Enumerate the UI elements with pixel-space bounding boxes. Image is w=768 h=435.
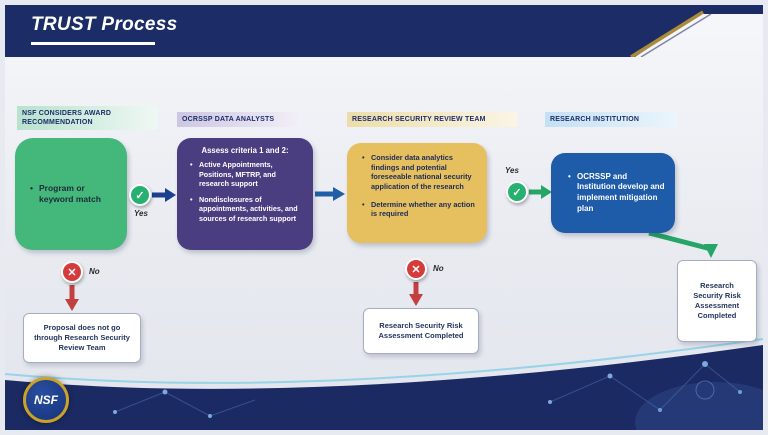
assess-heading: Assess criteria 1 and 2: — [201, 146, 289, 155]
column-header-institution: RESEARCH INSTITUTION — [545, 112, 677, 128]
arrow-no1-to-proposal-stop — [65, 285, 79, 311]
decision-label-yes-1: Yes — [134, 209, 148, 218]
bullet-text: Determine whether any action is required — [371, 199, 475, 219]
result-box-proposal-stop: Proposal does not go through Research Se… — [23, 313, 141, 363]
bullet-item: Active Appointments, Positions, MFTRP, a… — [190, 160, 303, 189]
decision-label-no-2: No — [433, 264, 444, 273]
process-box-mitigation-plan: OCRSSP and Institution develop and imple… — [551, 153, 675, 233]
column-header-ocrssp-label: OCRSSP DATA ANALYSTS — [182, 116, 275, 123]
decision-label-yes-2: Yes — [505, 166, 519, 175]
bullet-text: Nondisclosures of appointments, activiti… — [199, 194, 298, 223]
slide-inner: TRUST Process NSF CONSIDERS AWARD RECOMM… — [5, 5, 763, 430]
result-text: Research Security Risk Assessment Comple… — [693, 280, 741, 321]
decision-label-no-1: No — [89, 267, 100, 276]
footer-network-lines — [114, 363, 741, 417]
result-box-risk-completed-right: Research Security Risk Assessment Comple… — [677, 260, 757, 342]
column-header-nsf: NSF CONSIDERS AWARD RECOMMENDATION — [17, 106, 157, 131]
result-text: Research Security Risk Assessment Comple… — [378, 320, 464, 340]
check-icon: ✓ — [129, 184, 151, 206]
check-glyph: ✓ — [512, 186, 522, 199]
x-glyph: ✕ — [67, 266, 77, 279]
bullet-item: Consider data analytics findings and pot… — [362, 153, 477, 192]
bullet-item: Nondisclosures of appointments, activiti… — [190, 194, 303, 224]
nsf-logo-text: NSF — [34, 393, 58, 407]
footer-network-dots — [113, 361, 742, 418]
bullet-text: OCRSSP and Institution develop and imple… — [577, 171, 665, 213]
bullet-list: Active Appointments, Positions, MFTRP, a… — [190, 160, 303, 224]
column-header-ocrssp: OCRSSP DATA ANALYSTS — [177, 112, 301, 128]
result-text: Proposal does not go through Research Se… — [34, 322, 130, 353]
arrow-yes1-to-assess — [152, 188, 176, 202]
x-glyph: ✕ — [411, 263, 421, 276]
result-box-risk-completed-mid: Research Security Risk Assessment Comple… — [363, 308, 479, 354]
process-box-security-review: Consider data analytics findings and pot… — [347, 143, 487, 243]
nsf-logo: NSF — [23, 377, 69, 423]
footer-glow — [635, 382, 763, 430]
arrow-mitigation-to-completed — [648, 230, 718, 258]
process-box-program-match: Program or keyword match — [15, 138, 127, 250]
column-header-institution-label: RESEARCH INSTITUTION — [550, 116, 640, 123]
bullet-list: Consider data analytics findings and pot… — [362, 153, 477, 219]
column-header-nsf-label: NSF CONSIDERS AWARD RECOMMENDATION — [22, 110, 112, 127]
bullet-text: Consider data analytics findings and pot… — [371, 153, 472, 191]
column-header-review-team: RESEARCH SECURITY REVIEW TEAM — [347, 112, 517, 128]
arrow-yes2-to-mitigation — [529, 185, 552, 199]
check-glyph: ✓ — [135, 189, 145, 202]
bullet-text: Program or keyword match — [39, 182, 101, 204]
bullet-item: Program or keyword match — [30, 182, 119, 205]
footer-network-node-ring — [695, 380, 715, 400]
header-gold-accent — [630, 10, 704, 57]
x-icon: ✕ — [61, 261, 83, 283]
check-icon: ✓ — [506, 181, 528, 203]
bullet-list: Program or keyword match — [30, 182, 119, 205]
arrow-no2-to-risk-completed — [409, 282, 423, 306]
process-box-assess-criteria: Assess criteria 1 and 2: Active Appointm… — [177, 138, 313, 250]
arrow-assess-to-review — [315, 187, 345, 201]
column-header-review-team-label: RESEARCH SECURITY REVIEW TEAM — [352, 116, 486, 123]
title-underline — [31, 42, 155, 45]
bullet-item: Determine whether any action is required — [362, 199, 477, 219]
bullet-item: OCRSSP and Institution develop and imple… — [568, 171, 665, 214]
x-icon: ✕ — [405, 258, 427, 280]
bullet-list: OCRSSP and Institution develop and imple… — [568, 171, 665, 214]
bullet-text: Active Appointments, Positions, MFTRP, a… — [199, 160, 276, 188]
page-title: TRUST Process — [31, 14, 178, 35]
header-navy-accent-line — [640, 13, 712, 57]
